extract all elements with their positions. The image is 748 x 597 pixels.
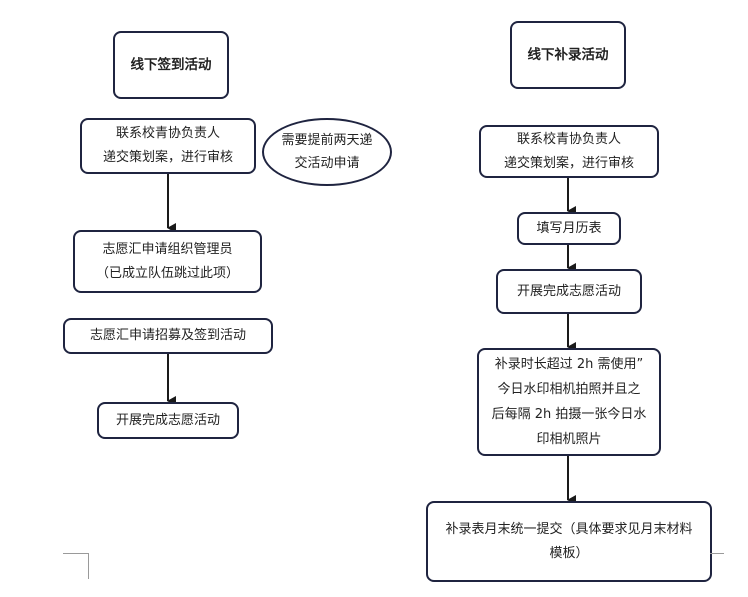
left-note-ellipse: 需要提前两天递 交活动申请 — [262, 118, 392, 186]
left-title: 线下签到活动 — [130, 57, 212, 73]
right-step-4: 补录时长超过 2h 需使用” 今日水印相机拍照并且之 后每隔 2h 拍摄一张今日… — [477, 348, 661, 456]
right-title: 线下补录活动 — [527, 47, 609, 63]
right-step-2: 填写月历表 — [517, 212, 621, 245]
page-corner-mark-right-h — [710, 553, 724, 554]
right-step-3: 开展完成志愿活动 — [496, 269, 642, 314]
left-step-3: 志愿汇申请招募及签到活动 — [63, 318, 273, 354]
right-title-box: 线下补录活动 — [510, 21, 626, 89]
left-title-box: 线下签到活动 — [113, 31, 229, 99]
page-corner-mark-left-v — [88, 553, 89, 579]
left-step-1: 联系校青协负责人 递交策划案，进行审核 — [80, 118, 256, 174]
page-corner-mark-left-h — [63, 553, 88, 554]
left-step-4: 开展完成志愿活动 — [97, 402, 239, 439]
right-step-1: 联系校青协负责人 递交策划案，进行审核 — [479, 125, 659, 178]
right-step-5: 补录表月末统一提交（具体要求见月末材料 模板） — [426, 501, 712, 582]
left-step-2: 志愿汇申请组织管理员 （已成立队伍跳过此项） — [73, 230, 262, 293]
